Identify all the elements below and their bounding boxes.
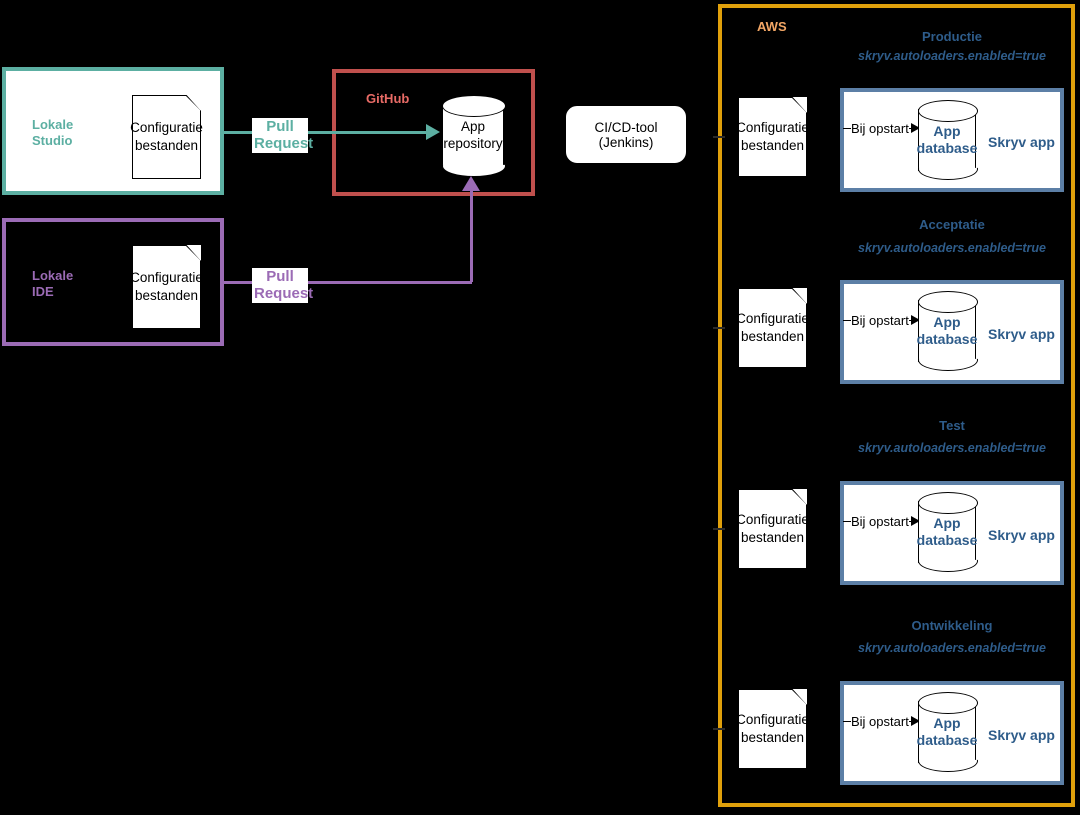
- note-configuratie-bestanden-env-2: Configuratie bestanden: [736, 489, 809, 569]
- page-fold-icon: [791, 97, 807, 113]
- cylinder-top: [918, 492, 978, 514]
- aws-edge-stub-3: [713, 728, 725, 730]
- app-database-label: App database: [916, 714, 978, 749]
- cicd-tool-label: CI/CD-tool (Jenkins): [594, 119, 658, 150]
- edge-label-pull-request-ide: Pull Request: [252, 268, 314, 303]
- edge-startup-arrowhead-1: [911, 315, 920, 325]
- note-configuratie-bestanden-env-0: Configuratie bestanden: [736, 97, 809, 177]
- note-text: Configuratie bestanden: [736, 311, 809, 344]
- edge-label-bij-opstart-1: Bij opstart: [851, 313, 909, 328]
- env-title-0: Productie: [922, 29, 982, 44]
- skryv-app-label-0: Skryv app: [988, 134, 1055, 150]
- edge-studio-arrowhead: [426, 124, 440, 140]
- edge-startup-arrowhead-2: [911, 516, 920, 526]
- app-database-label: App database: [916, 122, 978, 157]
- group-lokale-ide-label: Lokale IDE: [32, 268, 74, 300]
- edge-startup-arrowhead-0: [911, 123, 920, 133]
- note-configuratie-bestanden-ide: Configuratie bestanden: [130, 245, 203, 329]
- env-setting-1: skryv.autoloaders.enabled=true: [858, 241, 1046, 255]
- aws-edge-stub-1: [713, 327, 725, 329]
- cylinder-top: [918, 692, 978, 714]
- note-configuratie-bestanden-studio: Configuratie bestanden: [130, 95, 203, 179]
- env-title-2: Test: [939, 418, 965, 433]
- page-fold-icon: [185, 245, 201, 261]
- edge-label-pull-request-studio: Pull Request: [252, 118, 314, 153]
- group-lokale-ide: [2, 218, 224, 346]
- edge-label-bij-opstart-3: Bij opstart: [851, 714, 909, 729]
- env-title-3: Ontwikkeling: [911, 618, 993, 633]
- edge-ide-horizontal: [224, 281, 472, 284]
- edge-label-bij-opstart-0: Bij opstart: [851, 121, 909, 136]
- app-repository-label: App repository: [443, 119, 503, 151]
- page-fold-icon: [791, 288, 807, 304]
- group-aws: [718, 4, 1075, 807]
- note-text: Configuratie bestanden: [130, 270, 203, 303]
- aws-edge-stub-0: [713, 136, 725, 138]
- edge-studio-to-repo: [224, 131, 428, 134]
- note-text: Configuratie bestanden: [736, 712, 809, 745]
- page-fold-icon: [791, 689, 807, 705]
- edge-startup-arrowhead-3: [911, 716, 920, 726]
- cylinder-top: [918, 291, 978, 313]
- note-text: Configuratie bestanden: [736, 512, 809, 545]
- group-github-label: GitHub: [366, 91, 410, 106]
- skryv-app-label-1: Skryv app: [988, 326, 1055, 342]
- skryv-app-label-3: Skryv app: [988, 727, 1055, 743]
- app-database-cylinder-3: App database: [916, 692, 978, 772]
- env-title-1: Acceptatie: [919, 217, 985, 232]
- app-database-cylinder-0: App database: [916, 100, 978, 180]
- group-lokale-studio-label: Lokale Studio: [32, 117, 74, 149]
- page-fold-icon: [791, 489, 807, 505]
- note-text: Configuratie bestanden: [736, 120, 809, 153]
- app-repository-cylinder: App repository: [442, 95, 506, 177]
- app-database-cylinder-2: App database: [916, 492, 978, 572]
- app-database-cylinder-1: App database: [916, 291, 978, 371]
- note-configuratie-bestanden-env-3: Configuratie bestanden: [736, 689, 809, 769]
- edge-ide-arrowhead: [462, 176, 480, 191]
- aws-edge-stub-2: [713, 528, 725, 530]
- env-setting-3: skryv.autoloaders.enabled=true: [858, 641, 1046, 655]
- edge-ide-vertical: [470, 190, 473, 282]
- app-database-label: App database: [916, 514, 978, 549]
- cicd-tool-box: CI/CD-tool (Jenkins): [565, 105, 687, 164]
- cylinder-top: [918, 100, 978, 122]
- page-fold-icon: [185, 95, 201, 111]
- group-aws-label: AWS: [757, 19, 787, 34]
- cylinder-top: [442, 95, 506, 117]
- note-configuratie-bestanden-env-1: Configuratie bestanden: [736, 288, 809, 368]
- skryv-app-label-2: Skryv app: [988, 527, 1055, 543]
- app-database-label: App database: [916, 313, 978, 348]
- note-text: Configuratie bestanden: [130, 120, 203, 153]
- env-setting-0: skryv.autoloaders.enabled=true: [858, 49, 1046, 63]
- edge-label-bij-opstart-2: Bij opstart: [851, 514, 909, 529]
- env-setting-2: skryv.autoloaders.enabled=true: [858, 441, 1046, 455]
